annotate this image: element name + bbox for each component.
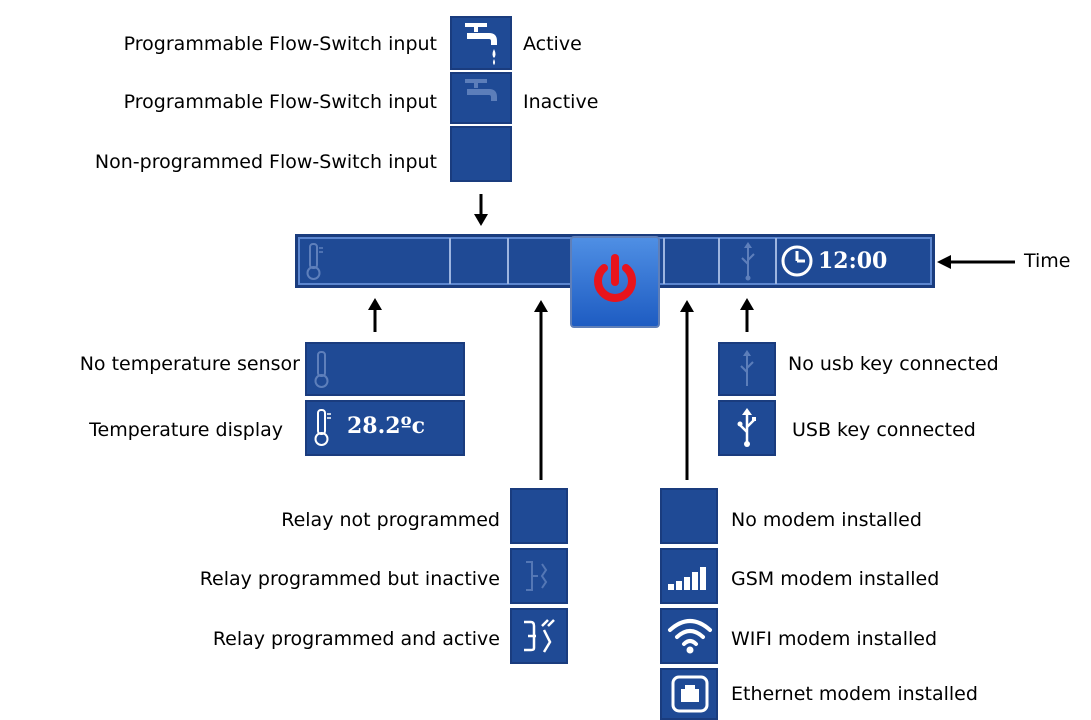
relay-not-programmed-label: Relay not programmed [281, 509, 500, 531]
separator [718, 238, 720, 284]
separator [449, 238, 451, 284]
arrow-up-icon [534, 300, 548, 480]
flow-switch-nonprog-label: Non-programmed Flow-Switch input [94, 151, 437, 173]
relay-icon [524, 619, 555, 653]
relay-active-tile [510, 608, 568, 664]
separator [775, 238, 777, 284]
thermometer-icon [306, 243, 323, 280]
flow-switch-active-tile [450, 16, 512, 70]
relay-not-programmed-tile [510, 488, 568, 544]
arrow-up-icon [368, 298, 382, 332]
arrow-up-icon [740, 298, 754, 332]
flow-switch-active-label: Programmable Flow-Switch input [123, 33, 437, 55]
arrow-down-icon [474, 194, 488, 226]
no-modem-label: No modem installed [731, 509, 922, 531]
gsm-modem-label: GSM modem installed [731, 568, 940, 590]
time-label: Time [1024, 250, 1071, 272]
signal-bars-icon [668, 567, 706, 590]
ethernet-modem-label: Ethernet modem installed [731, 683, 978, 705]
usb-icon [737, 408, 756, 447]
no-temp-sensor-tile [305, 342, 465, 396]
water-tap-icon [465, 23, 497, 65]
flow-switch-inactive-label: Programmable Flow-Switch input [123, 91, 437, 113]
relay-active-label: Relay programmed and active [212, 628, 500, 650]
water-tap-icon [465, 79, 497, 101]
usb-icon [740, 350, 754, 386]
no-usb-label: No usb key connected [788, 353, 999, 375]
flow-switch-inactive-tile [450, 72, 512, 124]
clock-icon [781, 245, 813, 277]
no-modem-tile [660, 488, 718, 544]
temp-display-label: Temperature display [89, 419, 283, 441]
thermometer-icon [314, 351, 329, 388]
no-usb-tile [718, 342, 776, 396]
usb-icon [741, 242, 755, 281]
usb-connected-tile [718, 400, 776, 456]
relay-inactive-label: Relay programmed but inactive [199, 568, 500, 590]
usb-connected-label: USB key connected [792, 419, 976, 441]
power-button[interactable] [570, 236, 660, 328]
temperature-value: 28.2ºc [347, 413, 425, 439]
arrow-up-icon [680, 300, 694, 480]
thermometer-icon [314, 409, 331, 446]
flow-switch-inactive-state: Inactive [523, 91, 599, 113]
power-icon [594, 254, 636, 302]
wifi-icon [668, 619, 712, 654]
separator [507, 238, 509, 284]
wifi-modem-tile [660, 608, 718, 664]
separator [663, 238, 665, 284]
wifi-modem-label: WIFI modem installed [731, 628, 938, 650]
ethernet-icon [671, 675, 709, 713]
gsm-modem-tile [660, 548, 718, 604]
relay-inactive-tile [510, 548, 568, 604]
no-temp-sensor-label: No temperature sensor [79, 353, 300, 375]
ethernet-modem-tile [660, 668, 718, 720]
relay-icon [526, 561, 548, 591]
flow-switch-active-state: Active [523, 33, 582, 55]
flow-switch-nonprog-tile [450, 126, 512, 182]
temp-display-tile: 28.2ºc [305, 400, 465, 456]
status-bar-time: 12:00 [818, 248, 888, 274]
arrow-left-icon [937, 255, 1015, 269]
